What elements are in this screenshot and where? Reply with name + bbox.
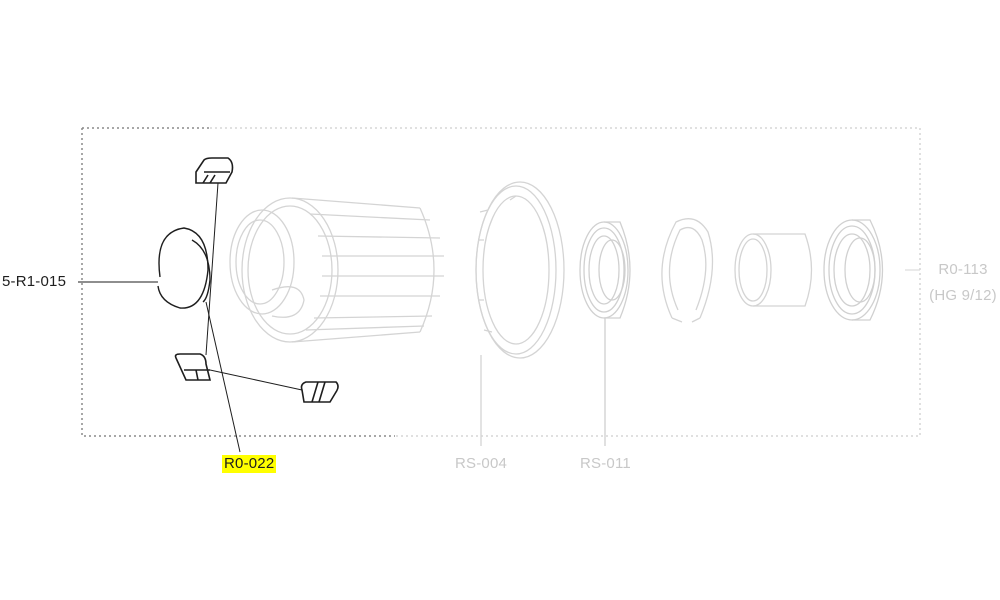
pawl-left-icon [174, 353, 212, 381]
circlip-icon [661, 218, 714, 323]
spacer-tube-icon [734, 233, 813, 307]
freehub-body-icon [229, 197, 444, 343]
part-label-RS-011[interactable]: RS-011 [580, 455, 631, 472]
pawl-spring-icon [157, 227, 211, 309]
seal-ring-icon [475, 181, 565, 446]
leader-lines-R0-022 [205, 182, 303, 453]
part-label-R0-022-highlighted[interactable]: R0-022 [222, 455, 277, 473]
bearing-outer-icon [579, 221, 631, 446]
bearing-inner-icon [823, 219, 884, 321]
part-label-RS-004[interactable]: RS-004 [455, 455, 508, 472]
group-frame [81, 127, 921, 437]
part-label-R0-113[interactable]: R0-113 [938, 261, 988, 278]
pawl-top-icon [195, 157, 234, 184]
part-label-5-R1-015[interactable]: 5-R1-015 [2, 273, 67, 290]
pawl-right-icon [300, 381, 339, 403]
part-label-R0-113-subtitle: (HG 9/12) [929, 287, 997, 304]
